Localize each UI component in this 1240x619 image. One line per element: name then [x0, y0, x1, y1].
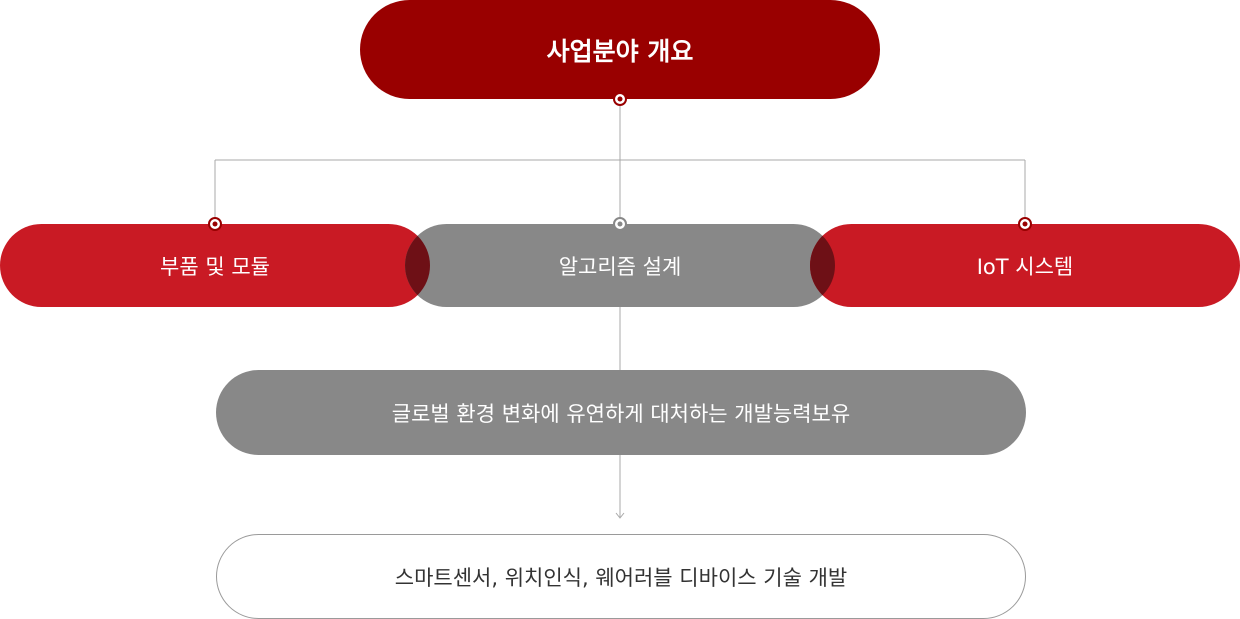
right-node-label: IoT 시스템 — [976, 254, 1074, 279]
left-node: 부품 및 모듈 — [0, 224, 430, 307]
outcome-node-label: 스마트센서, 위치인식, 웨어러블 디바이스 기술 개발 — [394, 565, 848, 590]
capability-node-label: 글로벌 환경 변화에 유연하게 대처하는 개발능력보유 — [391, 401, 851, 426]
outcome-node: 스마트센서, 위치인식, 웨어러블 디바이스 기술 개발 — [216, 534, 1026, 619]
middle-node: 알고리즘 설계 — [405, 224, 835, 307]
top-node-label: 사업분야 개요 — [546, 36, 694, 66]
middle-node-label: 알고리즘 설계 — [558, 254, 682, 279]
arrow-down-icon — [615, 512, 625, 519]
right-node: IoT 시스템 — [810, 224, 1240, 307]
left-node-label: 부품 및 모듈 — [160, 254, 270, 279]
top-node: 사업분야 개요 — [360, 0, 880, 99]
capability-node: 글로벌 환경 변화에 유연하게 대처하는 개발능력보유 — [216, 370, 1026, 455]
